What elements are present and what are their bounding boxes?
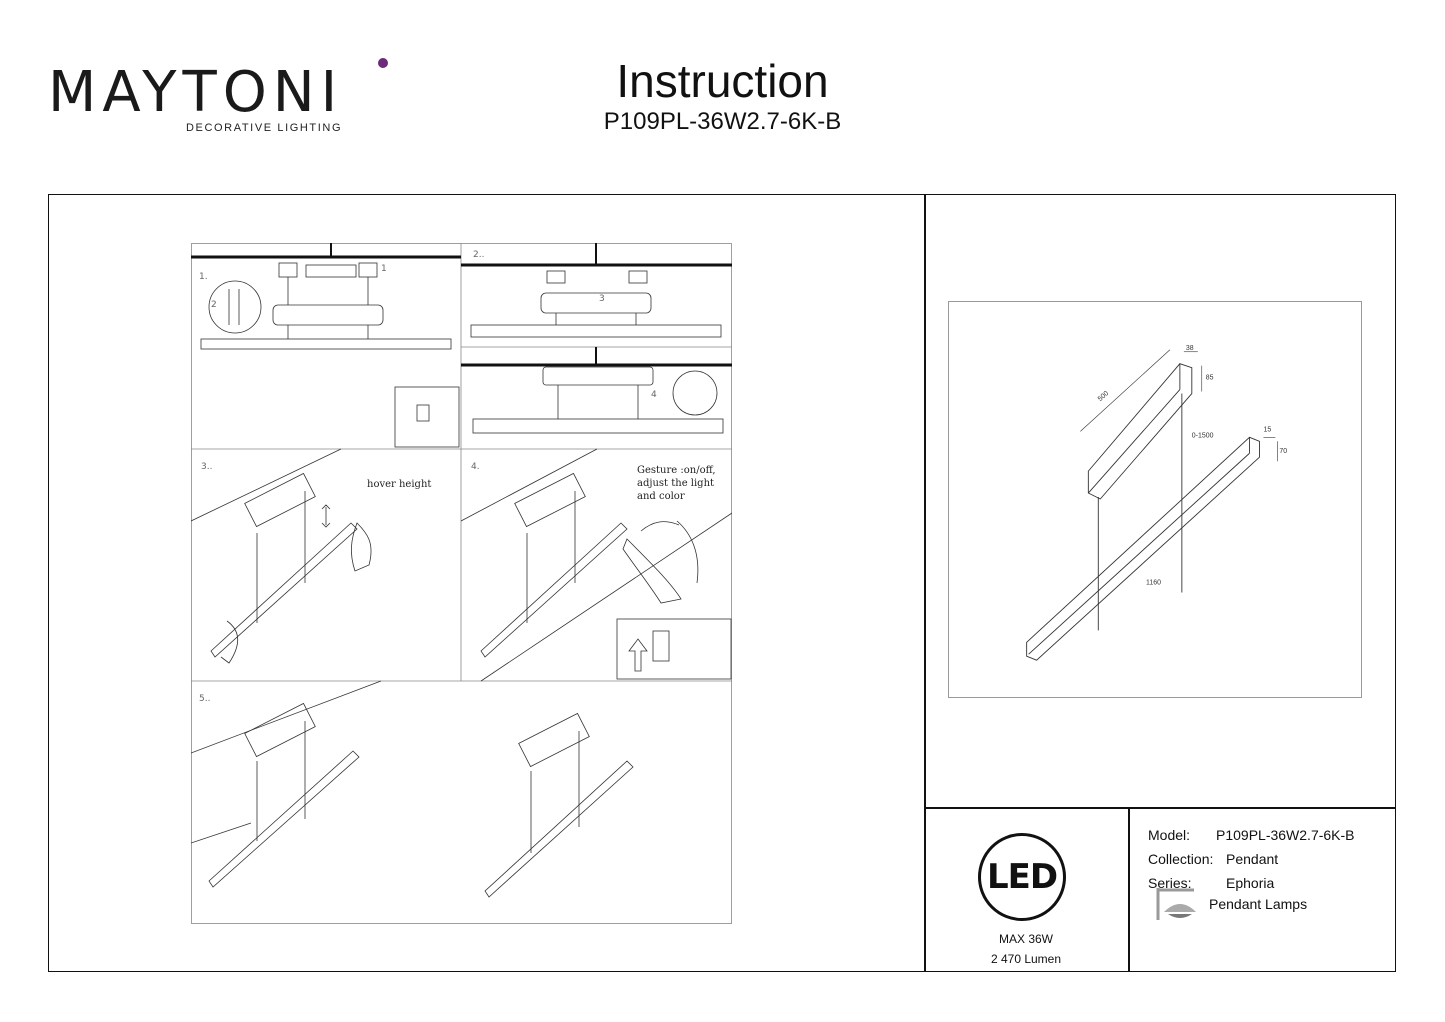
dim-cable-length: 0-1500 xyxy=(1192,432,1214,439)
installation-steps: 1. 1 2 2.. 3 4 3.. hover height 4. Gestu… xyxy=(191,243,732,924)
collection-value: Pendant xyxy=(1226,851,1279,867)
page-model: P109PL-36W2.7-6K-B xyxy=(603,108,842,135)
dim-bar-length: 1160 xyxy=(1146,580,1161,587)
step-1-marker-2: 2 xyxy=(211,300,217,310)
model-label: Model: xyxy=(1148,827,1191,843)
dim-base-length: 500 xyxy=(1097,390,1110,403)
step-1-marker-1: 1 xyxy=(381,264,387,274)
max-power: MAX 36W xyxy=(998,932,1053,946)
step-5-label: 5.. xyxy=(199,694,210,704)
step-2-marker-3: 3 xyxy=(599,294,605,304)
dim-base-height: 85 xyxy=(1206,375,1214,382)
series-label: Series: xyxy=(1148,875,1192,891)
step-3-note: hover height xyxy=(367,479,431,490)
series-value: Ephoria xyxy=(1226,875,1275,891)
content-frame xyxy=(48,194,1396,972)
brand-name: MAYTONI xyxy=(48,60,344,125)
step-3-label: 3.. xyxy=(201,462,212,472)
pendant-lamp-icon xyxy=(1156,888,1196,920)
step-1-label: 1. xyxy=(199,272,208,282)
frame-divider xyxy=(924,194,926,972)
dim-bar-height: 70 xyxy=(1279,448,1287,455)
type-value: Pendant Lamps xyxy=(1209,896,1308,912)
product-drawing: 500 38 85 0-1500 15 70 1160 xyxy=(948,301,1362,698)
lumen-output: 2 470 Lumen xyxy=(990,952,1062,966)
badge-divider xyxy=(1128,807,1130,972)
step-2-marker-4: 4 xyxy=(651,390,657,400)
brand-dot xyxy=(378,58,388,68)
led-badge: LED xyxy=(978,833,1066,921)
step-4-label: 4. xyxy=(471,462,480,472)
step-4-note-line-3: and color xyxy=(637,491,685,502)
page-title: Instruction xyxy=(616,55,829,107)
brand-logo: MAYTONI DECORATIVE LIGHTING xyxy=(48,58,388,138)
dim-base-width: 38 xyxy=(1186,345,1194,352)
step-4-note-line-2: adjust the light xyxy=(637,478,714,489)
brand-tagline: DECORATIVE LIGHTING xyxy=(186,122,343,134)
model-value: P109PL-36W2.7-6K-B xyxy=(1216,827,1355,843)
spec-divider xyxy=(924,807,1396,809)
dim-bar-width: 15 xyxy=(1263,426,1271,433)
step-2-label: 2.. xyxy=(473,250,484,260)
collection-label: Collection: xyxy=(1148,851,1214,867)
step-4-note-line-1: Gesture :on/off, xyxy=(637,465,716,476)
